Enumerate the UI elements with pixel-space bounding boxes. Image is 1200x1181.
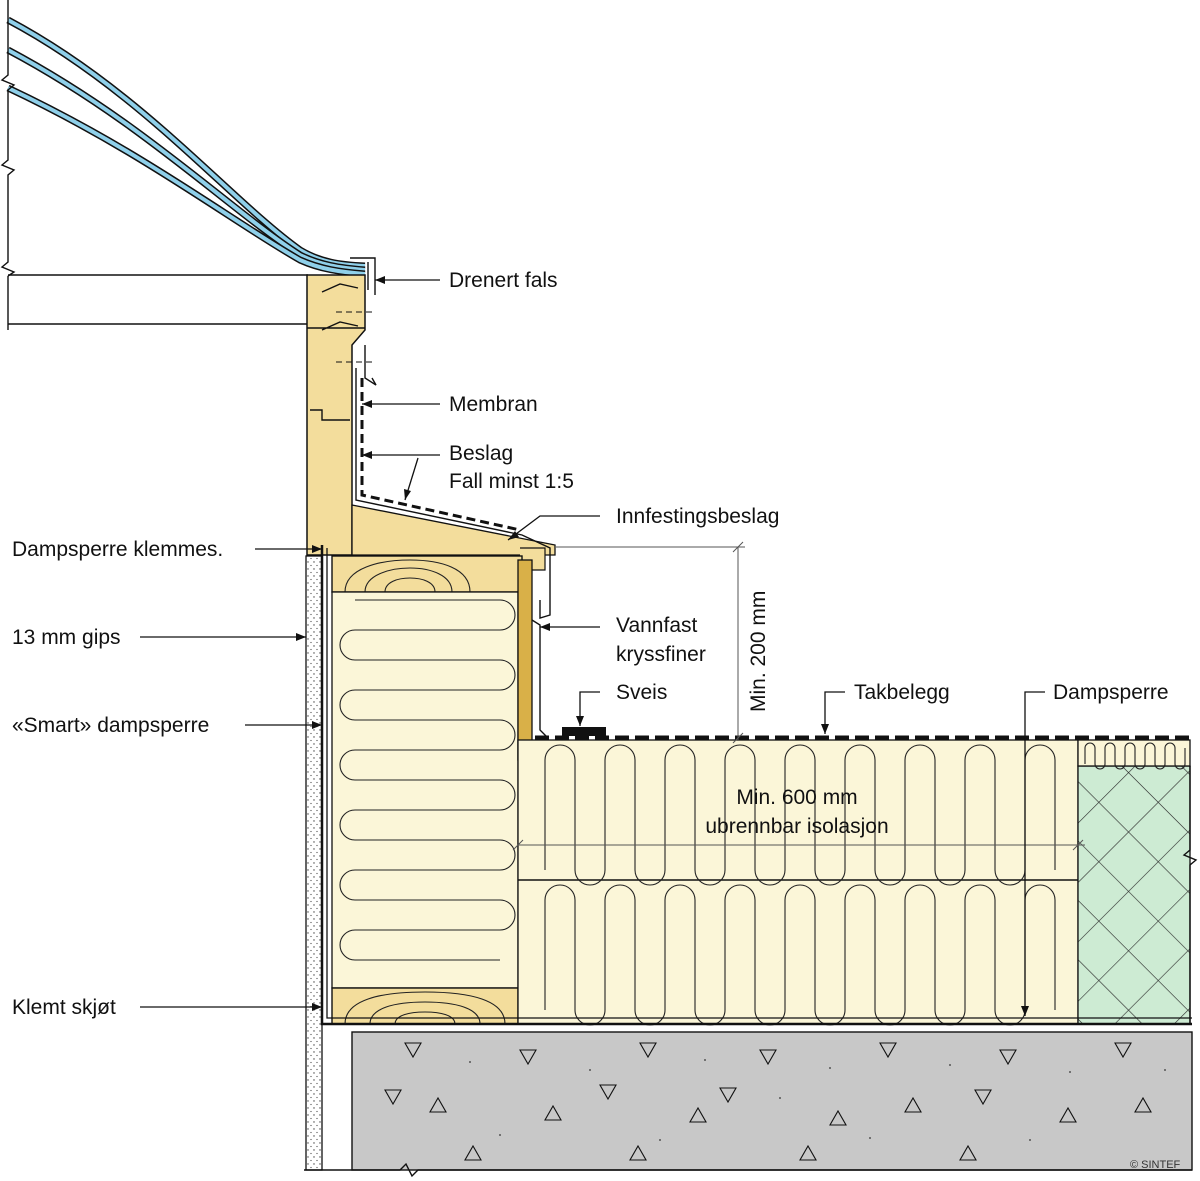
label-klemt-skjot: Klemt skjøt: [12, 996, 116, 1019]
label-dampsperre: Dampsperre: [1053, 681, 1169, 704]
label-dampsperre-klemmes: Dampsperre klemmes.: [12, 538, 223, 561]
label-drenert-fals: Drenert fals: [449, 269, 558, 292]
label-kryssfiner: kryssfiner: [616, 643, 706, 666]
plywood: [517, 559, 549, 761]
concrete-slab: [304, 1031, 1193, 1178]
leader-lines: [140, 276, 1045, 1016]
label-sveis: Sveis: [616, 681, 667, 704]
label-beslag: Beslag: [449, 442, 513, 465]
label-fall-minst: Fall minst 1:5: [449, 470, 574, 493]
wood-curb: [306, 274, 556, 556]
label-takbelegg: Takbelegg: [854, 681, 950, 704]
dimension-min-600: [512, 839, 1085, 851]
label-vannfast: Vannfast: [616, 614, 697, 637]
label-ubrennbar-isolasjon: ubrennbar isolasjon: [705, 815, 888, 838]
skylight-glass: [0, 0, 376, 330]
copyright-note: © SINTEF: [1130, 1159, 1181, 1171]
label-gips: 13 mm gips: [12, 626, 121, 649]
label-smart-dampsperre: «Smart» dampsperre: [12, 714, 209, 737]
label-membran: Membran: [449, 393, 538, 416]
label-min-200: Min. 200 mm: [747, 591, 770, 712]
labels: Drenert fals Membran Beslag Fall minst 1…: [12, 269, 1181, 1171]
insulation-upright: [331, 591, 519, 989]
wall-and-vapour-barrier: [305, 545, 1192, 1171]
label-innfestingsbeslag: Innfestingsbeslag: [616, 505, 779, 528]
green-insulation: [1077, 739, 1198, 1025]
top-beam: [331, 555, 523, 593]
roof-insulation: [517, 739, 1079, 1026]
dimension-min-200: [556, 541, 745, 744]
roof-membrane: [535, 727, 1192, 741]
label-min-600: Min. 600 mm: [736, 786, 857, 809]
